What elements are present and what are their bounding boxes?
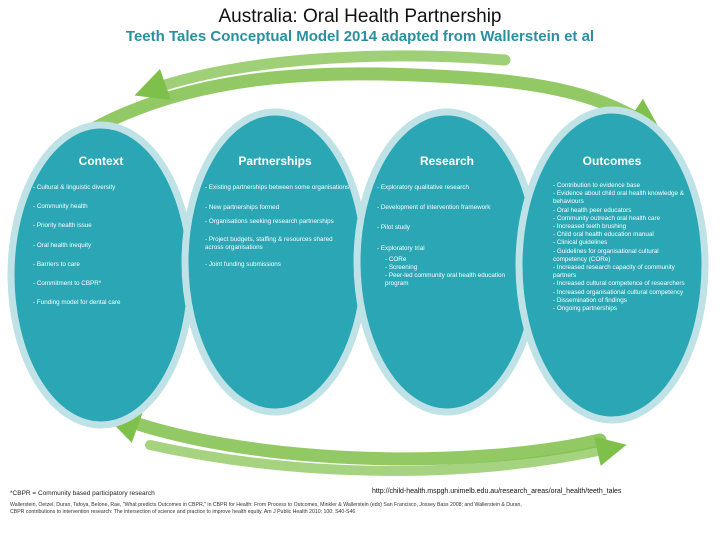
list-item: - Evidence about child oral health knowl… [553, 190, 684, 206]
oval-outcomes [515, 106, 709, 424]
list-item: - Oral health peer educators [553, 206, 632, 214]
list-item: - Project budgets, staffing & resources … [205, 235, 333, 251]
list-item: - Commitment to CBPR* [33, 280, 102, 288]
outcomes-list: - Contribution to evidence base - Eviden… [553, 182, 688, 313]
research-heading: Research [419, 154, 475, 168]
arrow-top-right [88, 67, 665, 138]
list-item: - Clinical guidelines [553, 239, 608, 247]
partnerships-heading: Partnerships [238, 154, 312, 168]
list-item: - Pilot study [377, 224, 410, 232]
list-subitem: - Peer-led community oral health educati… [385, 272, 506, 288]
list-item: - Development of intervention framework [377, 204, 491, 212]
list-item: - Joint funding submissions [205, 261, 281, 269]
list-item: - Cultural & linguistic diversity [33, 184, 116, 191]
diagram-title: Teeth Tales Conceptual Model 2014 adapte… [125, 28, 595, 45]
list-item: - Increased organisational cultural comp… [553, 288, 684, 296]
list-item: - Increased teeth brushing [553, 223, 627, 231]
slide-title: Australia: Oral Health Partnership [218, 6, 502, 27]
list-item: - Increased cultural competence of resea… [553, 280, 685, 288]
references: Wallerstein, Oetzel, Duran, Tafoya, Belo… [10, 502, 522, 515]
list-subitem: - CORe [385, 255, 407, 263]
context-list: - Cultural & linguistic diversity - Comm… [33, 184, 168, 310]
list-item: - Community outreach oral health care [553, 214, 661, 222]
list-item: - Existing partnerships between some org… [205, 184, 350, 191]
list-item: - Guidelines for organisational cultural… [553, 247, 659, 263]
list-item: - Community health [33, 203, 88, 211]
list-item: - New partnerships formed [205, 204, 280, 212]
partnerships-list: - Existing partnerships between some org… [205, 184, 350, 272]
arrow-bottom-right [145, 436, 627, 476]
list-item: - Oral health inequity [33, 241, 92, 249]
list-item: - Ongoing partnerships [553, 305, 618, 313]
list-item: - Exploratory qualitative research [377, 184, 470, 191]
list-item: - Priority health issue [33, 222, 92, 230]
source-link[interactable]: http://child-health.mspgh.unimelb.edu.au… [372, 488, 622, 495]
list-item: - Increased research capacity of communi… [553, 264, 675, 280]
arrow-top-left [134, 50, 511, 101]
list-item: - Organisations seeking research partner… [205, 218, 334, 226]
list-item: - Dissemination of findings [553, 296, 627, 304]
list-subitem: - Screening [385, 264, 418, 272]
arrow-bottom-left [101, 406, 607, 466]
list-item: - Barriers to care [33, 260, 80, 268]
list-item: - Child oral health education manual [553, 231, 654, 239]
outcomes-heading: Outcomes [582, 154, 642, 168]
cbpr-footnote: *CBPR = Community based participatory re… [10, 490, 155, 497]
research-list: - Exploratory qualitative research - Dev… [377, 184, 517, 289]
list-item: - Exploratory trial [377, 244, 425, 252]
list-item: - Funding model for dental care [33, 299, 121, 307]
context-heading: Context [78, 154, 124, 168]
list-item: - Contribution to evidence base [553, 182, 641, 189]
